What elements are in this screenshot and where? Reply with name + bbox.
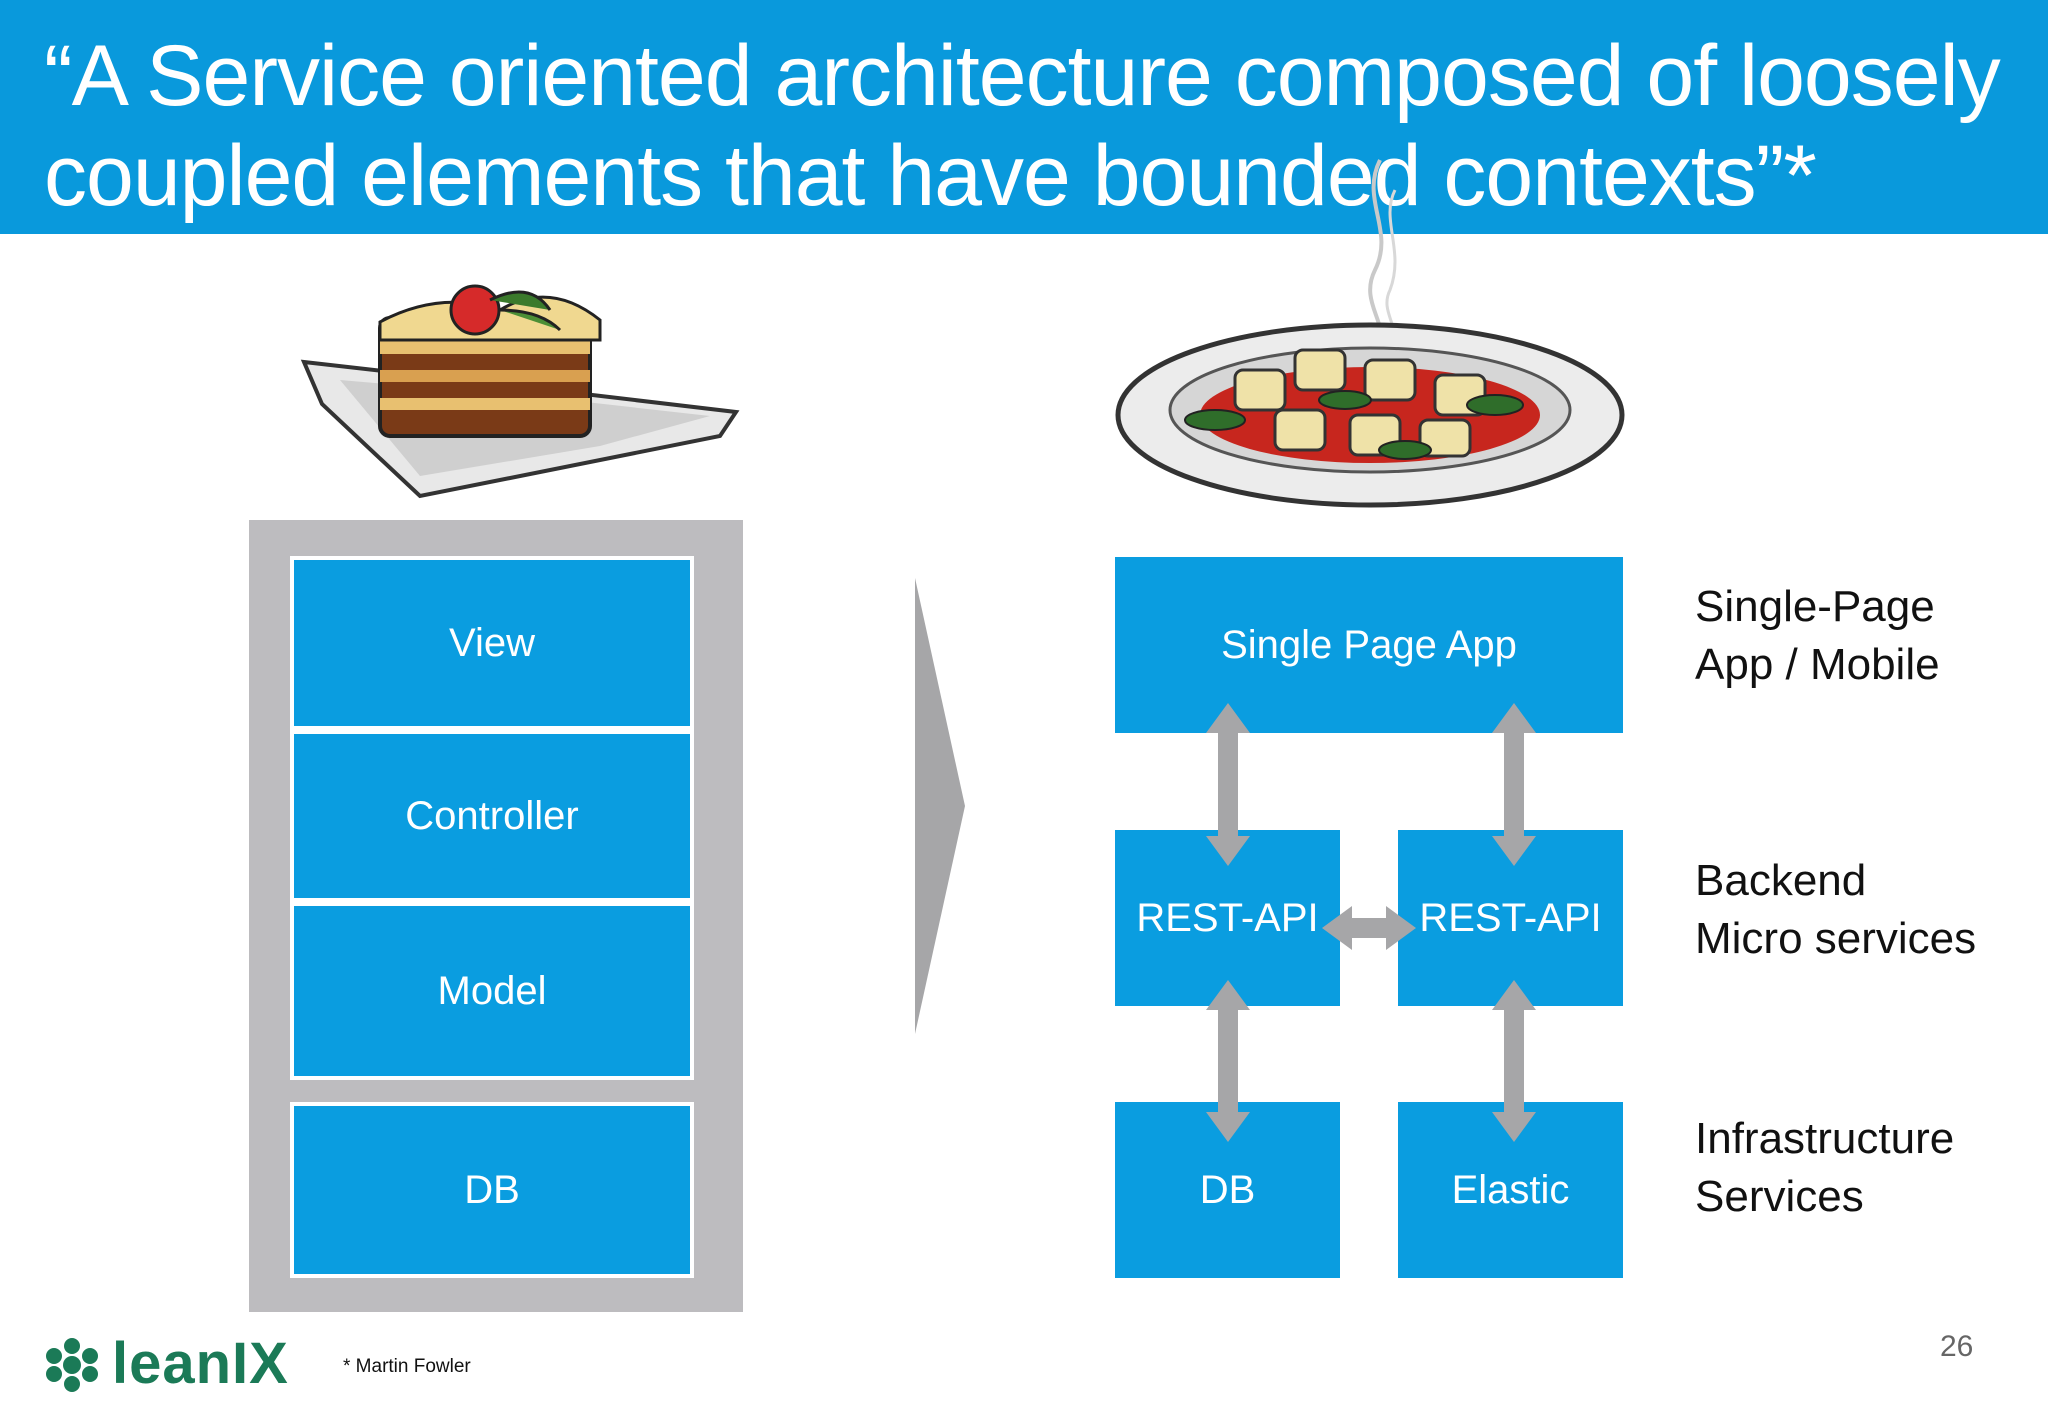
leanix-logo: leanIX	[44, 1330, 289, 1397]
rest-api-right-box: REST-API	[1398, 830, 1623, 1006]
view-layer: View	[290, 556, 694, 730]
label-backend-tier: Backend Micro services	[1695, 856, 1977, 963]
label-frontend-tier: Single-Page App / Mobile	[1695, 582, 1940, 689]
transition-arrow	[915, 578, 965, 1034]
controller-layer: Controller	[290, 730, 694, 902]
monolith-db: DB	[290, 1102, 694, 1278]
micro-db-box: DB	[1115, 1102, 1340, 1278]
label-infra-tier: Infrastructure Services	[1695, 1114, 1955, 1221]
lasagna-illustration	[300, 284, 740, 499]
page-number: 26	[1940, 1330, 1974, 1363]
elastic-box: Elastic	[1398, 1102, 1623, 1278]
model-layer: Model	[290, 902, 694, 1080]
slide-title: “A Service oriented architecture compose…	[44, 28, 2001, 224]
rest-api-left-box: REST-API	[1115, 830, 1340, 1006]
leanix-mark-icon	[46, 1337, 98, 1392]
logo-wordmark: leanIX	[112, 1331, 289, 1396]
spa-box: Single Page App	[1115, 557, 1623, 733]
footnote: * Martin Fowler	[343, 1356, 471, 1377]
ravioli-illustration	[1115, 322, 1625, 508]
header-bar: “A Service oriented architecture compose…	[0, 0, 2048, 234]
